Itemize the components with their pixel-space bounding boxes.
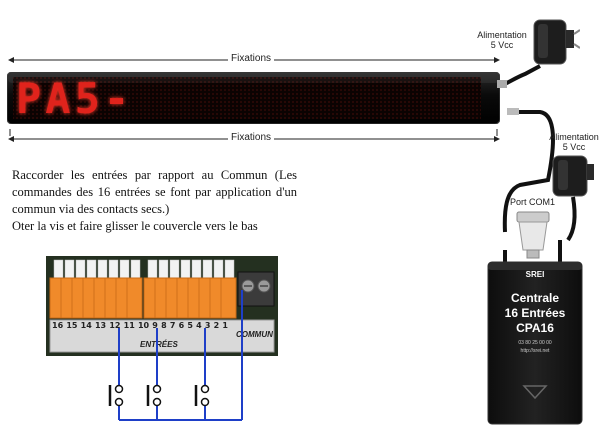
instructions-paragraph: Raccorder les entrées par rapport au Com…	[12, 168, 297, 216]
controller-device	[486, 258, 584, 428]
controller-brand: SREI	[525, 270, 545, 279]
power-supply-1-label-line2: 5 Vcc	[490, 40, 514, 50]
controller-title-line1: Centrale	[510, 291, 560, 305]
power-supply-2-label: Alimentation 5 Vcc	[548, 132, 600, 152]
input-number: 3	[204, 321, 211, 330]
input-number: 14	[80, 321, 92, 330]
input-number: 6	[178, 321, 185, 330]
top-fixations-label: Fixations	[228, 53, 275, 64]
input-number: 5	[187, 321, 193, 330]
input-number: 7	[169, 321, 176, 330]
dry-contact-3	[194, 384, 210, 407]
input-number: 8	[161, 321, 167, 330]
input-numbers: 16 15 14 13 12 11 10 9 8 7 6 5 4 3 2 1	[52, 321, 228, 330]
dry-contact-1	[108, 384, 124, 407]
power-supply-1-label: Alimentation 5 Vcc	[472, 30, 532, 50]
input-number: 4	[196, 321, 202, 330]
input-number: 10	[137, 321, 150, 330]
dry-contact-2	[146, 384, 162, 407]
power-supply-2-label-line2: 5 Vcc	[562, 142, 586, 152]
input-number: 16	[52, 321, 64, 330]
controller-url: http://srei.net	[520, 348, 550, 354]
controller-phone: 03 80 25 00 00	[518, 340, 552, 346]
input-number: 9	[152, 321, 158, 330]
controller-title-line2: 16 Entrées	[504, 306, 566, 320]
com-port-label: Port COM1	[510, 197, 556, 207]
input-number: 15	[66, 321, 78, 330]
power-supply-1-label-line1: Alimentation	[477, 30, 527, 40]
instructions-line2: Oter la vis et faire glisser le couvercl…	[12, 219, 258, 233]
input-number: 12	[109, 321, 121, 330]
common-label: COMMUN	[236, 330, 273, 339]
controller-model: CPA16	[516, 321, 554, 335]
led-display	[6, 71, 501, 125]
power-supply-2-label-line1: Alimentation	[549, 132, 599, 142]
input-number: 1	[222, 321, 228, 330]
input-number: 11	[123, 321, 135, 330]
inputs-label: ENTRÉES	[140, 340, 178, 349]
input-number: 2	[213, 321, 220, 330]
cables	[497, 64, 577, 262]
power-supply-1	[530, 12, 581, 74]
power-supply-2	[550, 150, 598, 202]
input-number: 13	[94, 321, 107, 330]
bottom-fixations-label: Fixations	[228, 132, 275, 143]
com-port-connector	[513, 210, 553, 260]
led-display-text: PA5-	[16, 74, 134, 123]
terminal-board	[46, 256, 278, 356]
